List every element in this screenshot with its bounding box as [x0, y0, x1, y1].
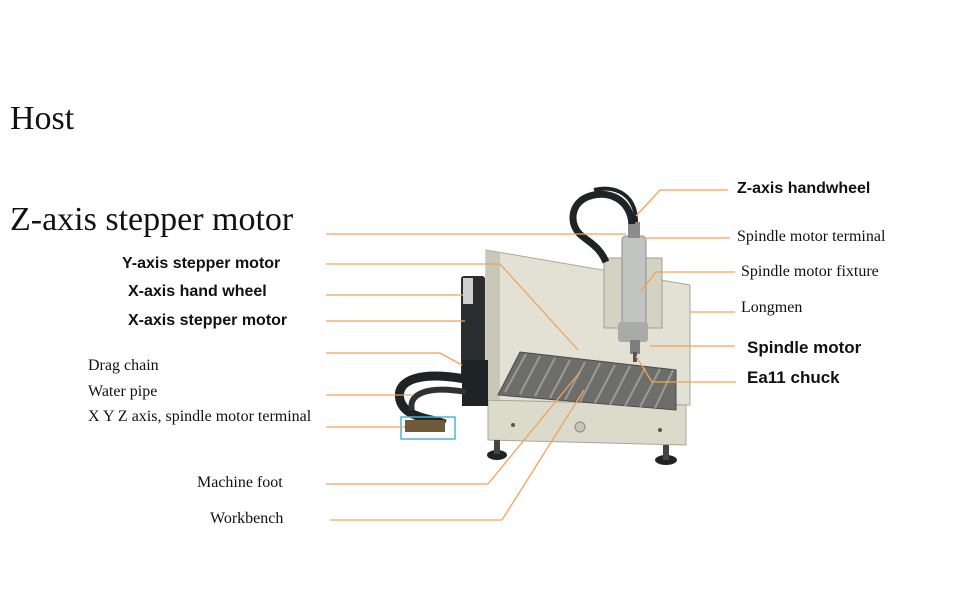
- label-spindle-motor-fixture: Spindle motor fixture: [741, 263, 879, 280]
- leader-workbench: [330, 389, 585, 521]
- leader-drag-chain: [326, 352, 463, 366]
- label-spindle-motor: Spindle motor: [747, 338, 862, 357]
- label-drag-chain: Drag chain: [88, 357, 159, 374]
- label-machine-foot: Machine foot: [197, 474, 283, 491]
- label-xyz-spindle-terminal: X Y Z axis, spindle motor terminal: [88, 408, 312, 425]
- terminal-highlight-box: [400, 416, 456, 440]
- leader-chuck: [635, 355, 736, 383]
- spindle-cable: [569, 190, 636, 264]
- label-y-axis-stepper-motor: Y-axis stepper motor: [122, 255, 281, 272]
- label-z-axis-handwheel: Z-axis handwheel: [737, 180, 871, 197]
- ea11-chuck: [630, 340, 640, 354]
- leader-lines: [326, 189, 736, 521]
- machine-foot: [487, 450, 507, 460]
- label-longmen: Longmen: [741, 299, 803, 316]
- leader-z-handwheel: [635, 189, 728, 217]
- terminal-connectors: [405, 420, 445, 432]
- spindle-motor: [621, 235, 647, 329]
- label-workbench: Workbench: [210, 510, 284, 527]
- label-ea11-chuck: Ea11 chuck: [747, 368, 840, 387]
- label-z-axis-stepper-motor: Z-axis stepper motor: [10, 201, 294, 238]
- water-pipe-cables: [394, 371, 471, 429]
- label-water-pipe: Water pipe: [88, 383, 158, 400]
- label-spindle-motor-terminal: Spindle motor terminal: [737, 228, 886, 245]
- label-x-axis-hand-wheel: X-axis hand wheel: [128, 283, 267, 300]
- leader-machine-foot: [326, 371, 581, 485]
- cnc-machine-illustration: [394, 186, 691, 465]
- page-title: Host: [10, 100, 75, 137]
- label-x-axis-stepper-motor: X-axis stepper motor: [128, 312, 288, 329]
- leader-y-stepper: [326, 263, 579, 351]
- leader-spindle-fixture: [639, 271, 735, 293]
